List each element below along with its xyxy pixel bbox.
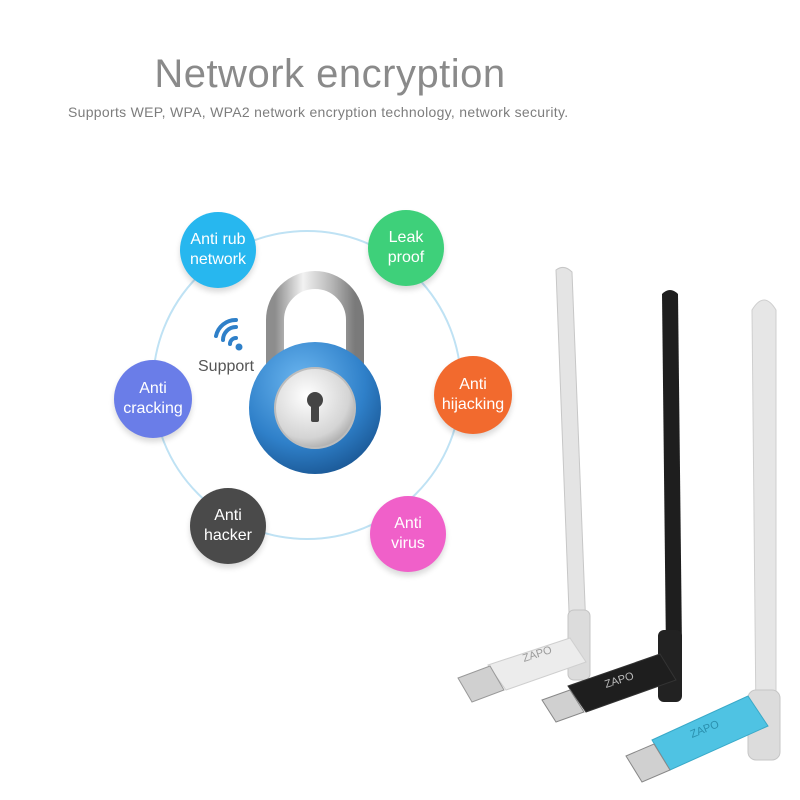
wifi-icon — [214, 317, 243, 351]
feature-anti-hacker: Anti hacker — [190, 488, 266, 564]
usb-dongle-black: ZAPO — [541, 290, 682, 723]
feature-label: Anti hijacking — [441, 376, 505, 413]
usb-dongle-blue: ZAPO — [625, 299, 781, 783]
feature-anti-virus: Anti virus — [370, 496, 446, 572]
feature-anti-rub-network: Anti rub network — [180, 212, 256, 288]
feature-label: Anti hacker — [203, 507, 253, 544]
padlock-icon — [249, 271, 381, 474]
feature-anti-cracking: Anti cracking — [114, 360, 192, 438]
feature-label: Anti cracking — [123, 380, 183, 417]
feature-label: Anti rub network — [189, 231, 247, 268]
feature-anti-hijacking: Anti hijacking — [434, 356, 512, 434]
usb-dongle-white: ZAPO — [457, 266, 591, 703]
feature-label: Leak proof — [387, 229, 425, 266]
feature-leak-proof: Leak proof — [368, 210, 444, 286]
page-subtitle: Supports WEP, WPA, WPA2 network encrypti… — [68, 104, 569, 120]
page-title: Network encryption — [154, 52, 506, 96]
support-label: Support — [198, 358, 255, 375]
product-image: ZAPO ZAPO ZAPO — [457, 266, 781, 783]
feature-label: Anti virus — [391, 515, 425, 552]
